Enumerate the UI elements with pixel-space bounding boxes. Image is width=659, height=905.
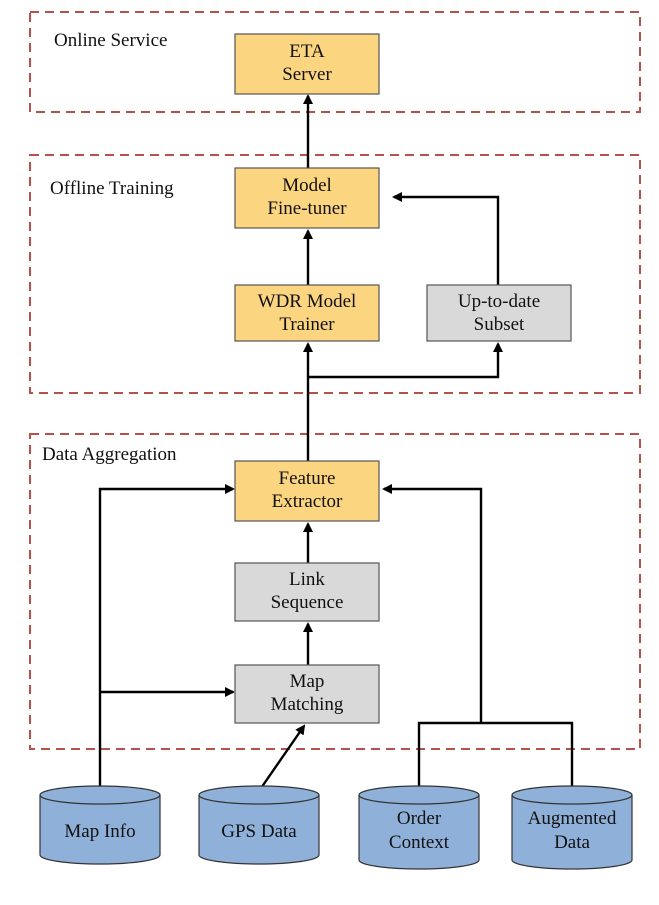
db-map-info-label: Map Info — [64, 821, 135, 842]
region-data-aggregation: Data Aggregation — [29, 433, 641, 750]
edge-order-augmented-to-extractor — [384, 489, 574, 792]
db-map-info: Map Info — [39, 785, 161, 865]
region-offline-training-label: Offline Training — [50, 178, 174, 199]
region-offline-training: Offline Training — [29, 154, 641, 394]
region-data-aggregation-label: Data Aggregation — [42, 444, 177, 465]
edge-subset-to-finetuner — [392, 192, 500, 285]
edges — [98, 94, 574, 793]
edge-mapinfo-to-extractor — [98, 484, 235, 793]
region-online-service-label: Online Service — [54, 30, 167, 51]
edge-gps-to-mapmatching — [258, 724, 306, 792]
db-gps-data: GPS Data — [198, 785, 320, 865]
region-online-service: Online Service — [29, 11, 641, 113]
db-gps-data-label: GPS Data — [221, 821, 297, 842]
edge-extractor-to-subset — [308, 342, 503, 379]
